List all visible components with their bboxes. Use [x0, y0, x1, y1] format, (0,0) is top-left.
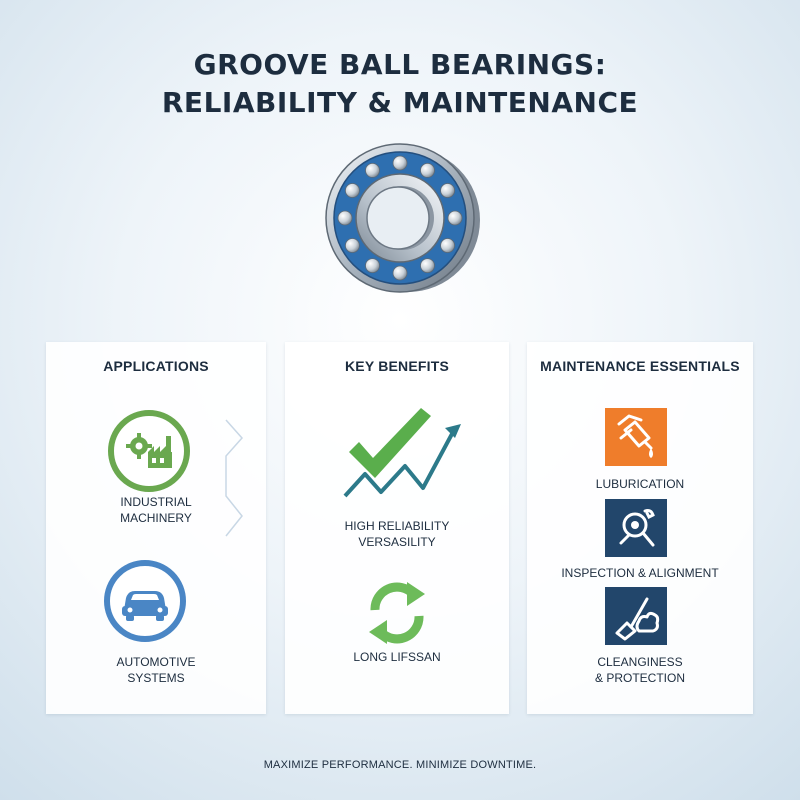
application-automotive-label: AUTOMOTIVE SYSTEMS: [116, 655, 196, 685]
bearing-ball: [420, 163, 435, 178]
bearing-ball: [365, 258, 380, 273]
benefit-reliability-label: HIGH RELIABILITY VERSASILITY: [344, 519, 450, 549]
checkmark-trend-icon: [343, 408, 461, 498]
title-line-2: RELIABILITY & MAINTENANCE: [161, 86, 639, 119]
bearing-ball: [345, 183, 360, 198]
benefit-lifespan-label: LONG LIFSSAN: [353, 650, 441, 664]
bearing-ball: [447, 210, 463, 226]
title-line-1: GROOVE BALL BEARINGS:: [193, 48, 607, 81]
footer-tagline: MAXIMIZE PERFORMANCE. MINIMIZE DOWNTIME.: [263, 759, 537, 771]
benefits-heading: KEY BENEFITS: [344, 358, 450, 374]
car-icon: [104, 560, 186, 642]
brush-shield-icon: [605, 587, 667, 645]
oil-can-icon: [605, 408, 667, 466]
application-industrial-label: INDUSTRIAL MACHINERY: [120, 495, 192, 525]
maintenance-cleanliness-label: CLEANGINESS & PROTECTION: [594, 655, 685, 685]
benefits-panel: KEY BENEFITS HIGH RELIABILITY VERSASILIT…: [285, 342, 509, 714]
chevron-divider-icon: [225, 419, 244, 537]
bearing-ball: [440, 238, 456, 253]
bearing-ball: [440, 183, 456, 198]
bearing-ball: [392, 265, 408, 281]
maintenance-inspection-label: INSPECTION & ALIGNMENT: [561, 566, 719, 580]
wrench-magnifier-icon: [605, 499, 667, 557]
cycle-arrows-icon: [369, 582, 425, 644]
bearing-ball: [365, 163, 380, 178]
ball-bearing-icon: [325, 143, 480, 293]
bearing-ball: [337, 210, 353, 226]
factory-gear-icon: [108, 410, 190, 492]
bearing-ball: [420, 258, 435, 273]
page-title: GROOVE BALL BEARINGS: RELIABILITY & MAIN…: [0, 46, 800, 122]
bearing-ball: [345, 238, 360, 253]
maintenance-heading: MAINTENANCE ESSENTIALS: [540, 358, 740, 374]
maintenance-panel: MAINTENANCE ESSENTIALS LUBURICATION INSP…: [527, 342, 753, 714]
bearing-ball: [392, 155, 408, 171]
applications-heading: APPLICATIONS: [103, 358, 209, 374]
maintenance-lubrication-label: LUBURICATION: [595, 477, 685, 491]
applications-panel: APPLICATIONS INDUSTRIAL MACHINERY: [46, 342, 266, 714]
